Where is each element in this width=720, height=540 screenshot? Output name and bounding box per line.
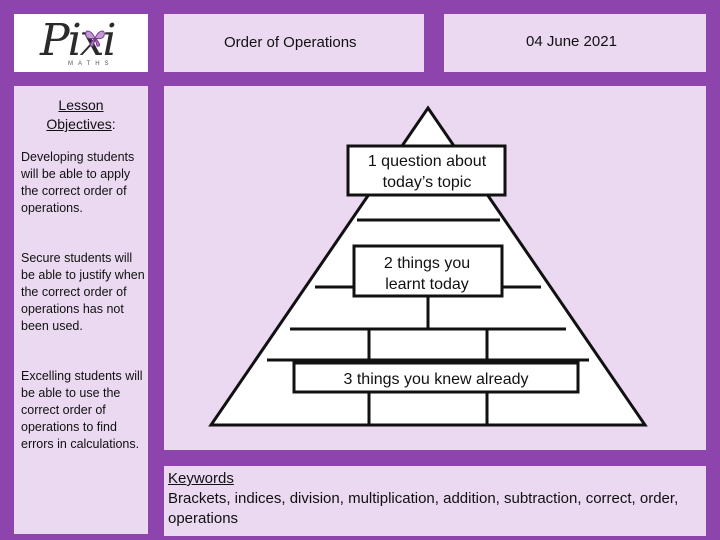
pyramid-middle-box xyxy=(352,244,504,298)
keywords-panel: Keywords Brackets, indices, division, mu… xyxy=(164,466,706,536)
lesson-objectives-panel: Lesson Objectives: Developing students w… xyxy=(14,86,148,534)
pyramid-middle-line2: learnt today xyxy=(385,276,469,293)
keywords-text: Brackets, indices, division, multiplicat… xyxy=(168,490,679,527)
objective-developing: Developing students will be able to appl… xyxy=(21,150,135,215)
page-title: Order of Operations xyxy=(224,34,357,51)
pyramid-middle-line1: 2 things you xyxy=(384,255,470,272)
pyramid-top-line2: today’s topic xyxy=(383,174,472,191)
objectives-heading: Lesson Objectives: xyxy=(14,96,148,134)
date-label: 04 June 2021 xyxy=(526,33,617,50)
pyramid-bottom-box xyxy=(292,361,580,394)
pyramid-panel: 1 question about today’s topic 2 things … xyxy=(164,86,706,450)
logo-panel: Pixi MATHS xyxy=(14,14,148,72)
pyramid-bottom-label: 3 things you knew already xyxy=(344,371,529,388)
pyramid-top-line1: 1 question about xyxy=(368,153,487,170)
butterfly-icon xyxy=(85,30,105,47)
title-panel: Order of Operations xyxy=(164,14,424,72)
date-panel: 04 June 2021 xyxy=(444,14,706,72)
keywords-heading: Keywords xyxy=(168,470,234,487)
objectives-heading-line1: Lesson xyxy=(58,97,104,113)
logo: Pixi xyxy=(40,15,117,66)
pyramid-top-box xyxy=(346,144,507,197)
logo-subtext: MATHS xyxy=(68,61,114,67)
objectives-heading-colon: : xyxy=(111,116,116,132)
objective-excelling: Excelling students will be able to use t… xyxy=(21,369,143,451)
objective-secure: Secure students will be able to justify … xyxy=(21,251,145,333)
pyramid-diagram: 1 question about today’s topic 2 things … xyxy=(208,105,648,427)
objectives-heading-line2: Objectives xyxy=(46,116,112,132)
